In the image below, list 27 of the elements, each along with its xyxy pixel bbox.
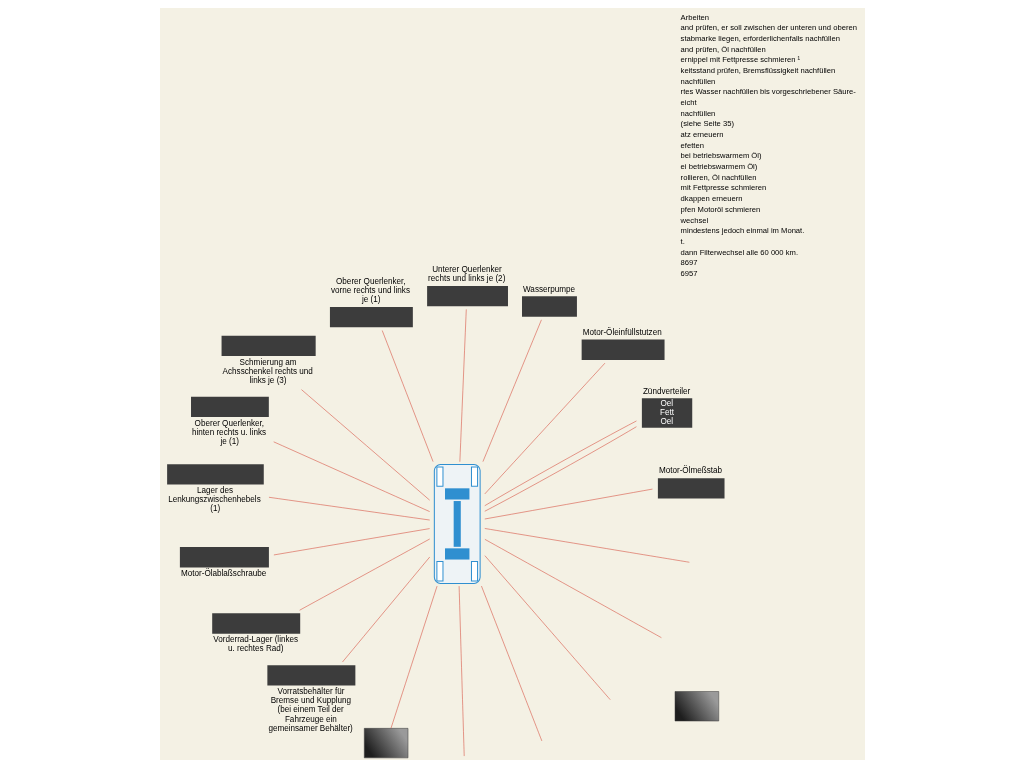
node-box [266,665,355,686]
node-label: Wasserpumpe [522,284,575,294]
node-box [426,285,508,307]
node-box [657,478,724,499]
node-label: Oberer Querlenker, vorne rechts und links je (1) [330,277,410,305]
node-box [521,296,577,317]
node-label: Motor-Ölablaßschraube [180,568,266,578]
node-label: Vorderrad-Lager (linkes u. rechtes Rad) [212,635,298,654]
node-label: Unterer Querlenker rechts und links je (2) [427,265,505,284]
node-box [329,307,413,328]
node-label: Lager des Lenkungszwischenhebels (1) [167,486,261,514]
node-picture [363,728,408,759]
node-box [179,547,269,568]
node-label: Schmierung am Achsschenkel rechts und links je (3) [222,357,313,385]
node-box: Oel Fett Oel [641,398,692,428]
node-box [221,335,316,356]
node-label: Vorratsbehälter für Bremse und Kupplung (bei einem Teil der Fahrzeuge ein gemeinsamer Behälter) [267,687,353,733]
node-box [211,613,300,634]
node-label: Zündverteiler [642,386,690,396]
node-label: Motor-Ölmeßstab [658,466,722,476]
node-box [581,339,665,360]
node-label: Oberer Querlenker, hinten rechts u. links je (1) [191,418,266,446]
node-box [190,396,269,418]
connector [390,585,437,729]
node-picture [674,691,719,722]
node-box [166,464,264,485]
node-label: Motor-Öleinfüllstutzen [582,327,662,337]
